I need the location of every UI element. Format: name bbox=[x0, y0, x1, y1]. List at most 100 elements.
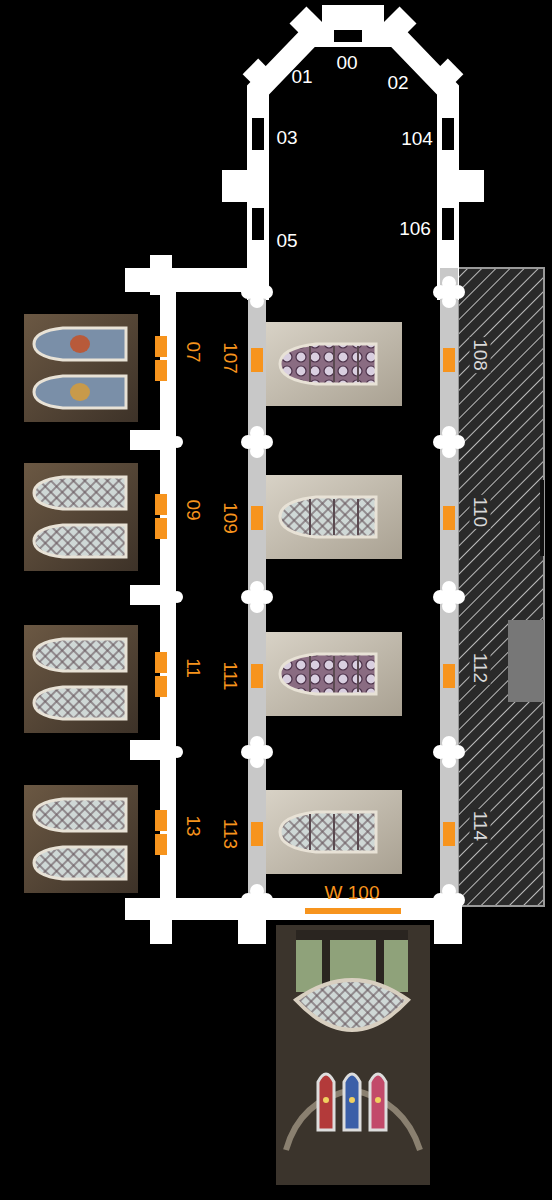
lancet-window bbox=[280, 497, 376, 537]
pier bbox=[153, 591, 165, 603]
piers bbox=[153, 276, 465, 916]
pier bbox=[250, 893, 264, 907]
photo bbox=[24, 314, 138, 422]
pier bbox=[442, 745, 456, 759]
mullion bbox=[357, 499, 359, 535]
pier bbox=[162, 737, 174, 749]
callout-number: 114 bbox=[470, 809, 491, 843]
arcade-right bbox=[440, 268, 458, 900]
window-marker bbox=[251, 348, 263, 372]
window-marker bbox=[251, 664, 263, 688]
window-marker bbox=[251, 822, 263, 846]
lancet-window bbox=[280, 344, 376, 384]
window-markers bbox=[155, 336, 455, 855]
photo-frame bbox=[24, 785, 138, 893]
window-marker bbox=[155, 652, 167, 673]
photo-frame bbox=[266, 632, 402, 716]
mullion bbox=[309, 814, 311, 850]
chancel-windows bbox=[252, 30, 454, 240]
callout-number: 13 bbox=[183, 813, 204, 838]
callout-number: 110 bbox=[470, 495, 491, 529]
pier bbox=[153, 746, 165, 758]
mullion bbox=[309, 346, 311, 382]
photo-frame bbox=[266, 790, 402, 874]
photo bbox=[24, 625, 138, 733]
chancel-wall bbox=[258, 36, 448, 300]
lancet-window bbox=[34, 687, 126, 719]
window-photos bbox=[24, 314, 402, 893]
mullion bbox=[333, 346, 335, 382]
photo bbox=[266, 790, 402, 874]
pier bbox=[171, 746, 183, 758]
pier bbox=[250, 745, 264, 759]
window-marker bbox=[443, 822, 455, 846]
window-marker bbox=[443, 348, 455, 372]
callout-number: 02 bbox=[385, 72, 410, 93]
dark-panel bbox=[508, 620, 544, 702]
callout-number: 05 bbox=[274, 230, 299, 251]
window-marker bbox=[155, 336, 167, 357]
callout-number: 111 bbox=[220, 660, 241, 693]
nave-walls bbox=[125, 255, 462, 944]
window-marker bbox=[251, 506, 263, 530]
callout-number: 01 bbox=[289, 66, 314, 87]
lancet-window bbox=[34, 376, 126, 408]
window-marker bbox=[443, 506, 455, 530]
callout-number: 104 bbox=[399, 128, 435, 149]
lancet-window bbox=[280, 812, 376, 852]
west-window-photo bbox=[276, 925, 430, 1185]
photo bbox=[24, 785, 138, 893]
pier bbox=[442, 590, 456, 604]
pier bbox=[442, 435, 456, 449]
callout-number: 11 bbox=[183, 656, 204, 680]
pier bbox=[162, 427, 174, 439]
wall-gap bbox=[540, 480, 544, 556]
photo-frame bbox=[24, 314, 138, 422]
photo-frame bbox=[24, 463, 138, 571]
lancet-window bbox=[34, 847, 126, 879]
pier bbox=[162, 755, 174, 767]
photo-frame bbox=[266, 322, 402, 406]
mullion bbox=[333, 814, 335, 850]
figure bbox=[70, 335, 90, 353]
lancet-window bbox=[280, 654, 376, 694]
pier bbox=[250, 285, 264, 299]
window-marker bbox=[443, 664, 455, 688]
photo-frame bbox=[24, 625, 138, 733]
pier bbox=[250, 590, 264, 604]
pier bbox=[162, 600, 174, 612]
callout-number: 00 bbox=[334, 52, 359, 73]
callout-number: 108 bbox=[470, 337, 491, 373]
callout-number: 107 bbox=[220, 340, 241, 376]
mullion bbox=[357, 346, 359, 382]
window-marker bbox=[155, 834, 167, 855]
arcade-left bbox=[248, 292, 266, 900]
window-marker bbox=[155, 360, 167, 381]
mullion bbox=[357, 656, 359, 692]
callout-number: 09 bbox=[183, 497, 204, 522]
photo bbox=[266, 322, 402, 406]
window-marker bbox=[305, 908, 401, 914]
pier bbox=[171, 436, 183, 448]
lancet-window bbox=[34, 799, 126, 831]
pier bbox=[250, 435, 264, 449]
pier bbox=[442, 893, 456, 907]
pier bbox=[162, 582, 174, 594]
callout-number: 109 bbox=[220, 500, 241, 536]
callout-number: 106 bbox=[397, 218, 433, 239]
mullion bbox=[357, 814, 359, 850]
window-marker bbox=[155, 676, 167, 697]
lancet-window bbox=[34, 525, 126, 557]
lancet-window bbox=[34, 477, 126, 509]
mullion bbox=[333, 656, 335, 692]
lancet-window bbox=[34, 639, 126, 671]
figure bbox=[70, 383, 90, 401]
mullion bbox=[309, 499, 311, 535]
pier bbox=[162, 445, 174, 457]
callout-number: W 100 bbox=[323, 882, 382, 903]
photo bbox=[266, 632, 402, 716]
window-marker bbox=[155, 494, 167, 515]
callout-number: 07 bbox=[183, 339, 204, 364]
